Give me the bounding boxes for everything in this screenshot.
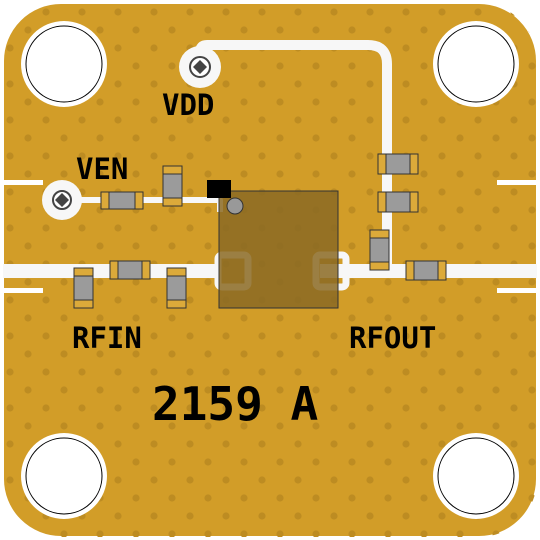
mounting-holes (21, 21, 519, 519)
vdd-label: VDD (162, 88, 214, 122)
rfout-label: RFOUT (349, 321, 436, 355)
chip-capacitor-icon (109, 260, 151, 280)
mounting-hole-icon (21, 21, 107, 107)
mounting-hole-icon (433, 433, 519, 519)
chip-capacitor-icon (369, 229, 390, 271)
pin1-marker (207, 180, 231, 198)
pin1-dot (226, 197, 244, 215)
ven-pad (42, 180, 82, 220)
components (73, 153, 447, 309)
chip-capacitor-icon (377, 191, 419, 213)
chip-capacitor-icon (405, 260, 447, 281)
ven-label: VEN (76, 152, 128, 186)
rfin-label: RFIN (72, 321, 142, 355)
part-number: 2159 A (152, 377, 318, 431)
chip-capacitor-icon (162, 165, 183, 207)
mounting-hole-icon (433, 21, 519, 107)
chip-capacitor-icon (73, 267, 94, 309)
chip-capacitor-icon (377, 153, 419, 175)
edge-gaps (3, 180, 537, 293)
mounting-hole-icon (21, 433, 107, 519)
vdd-pad (179, 46, 221, 88)
chip-capacitor-icon (166, 267, 187, 309)
ic-package (207, 180, 339, 309)
chip-capacitor-icon (100, 191, 144, 210)
